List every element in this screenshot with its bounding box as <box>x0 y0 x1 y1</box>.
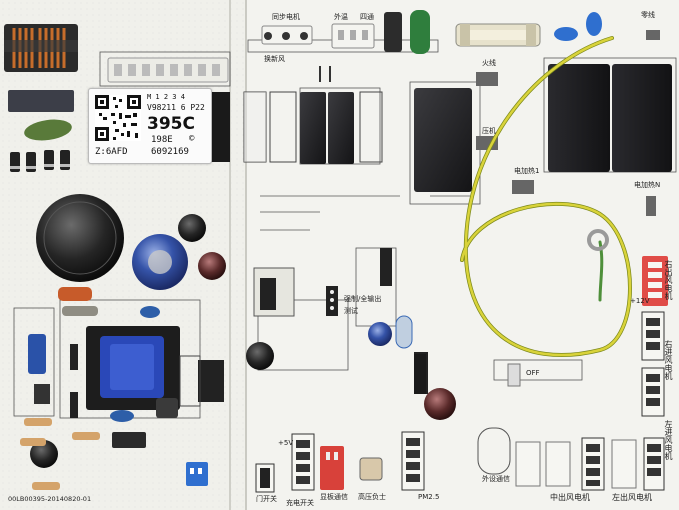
label-test: 测试 <box>344 307 358 315</box>
label-left-fan: 左出风电机 <box>612 493 652 502</box>
label-door-switch: 门开关 <box>256 495 277 503</box>
label-left-fan-in: 左进风电机 <box>664 420 673 460</box>
sticker-code2: 6092169 <box>151 147 189 157</box>
choke-coil <box>4 24 78 72</box>
label-5v: +5V <box>278 439 294 447</box>
label-force: 强制/全输出 <box>344 295 382 303</box>
switching-transformer <box>86 326 180 410</box>
label-four-way: 四通 <box>360 13 374 21</box>
label-sync-motor: 同步电机 <box>272 13 300 21</box>
label-compressor: 压机 <box>482 127 496 135</box>
label-pm25: PM2.5 <box>418 493 440 501</box>
label-fire-line: 火线 <box>482 59 496 67</box>
label-12v: +12V <box>630 297 650 305</box>
label-right-fan-rear: 右出风电机 <box>664 260 673 300</box>
sticker-line2: V98211 6 P22 <box>147 103 205 112</box>
label-right-fan-in: 右进风电机 <box>664 340 673 380</box>
label-display-comm: 显板通信 <box>320 493 348 501</box>
label-external-comm: 外设通信 <box>482 475 510 483</box>
label-charge-switch: 充电开关 <box>286 499 314 507</box>
qr-code-icon <box>95 95 141 141</box>
label-outer-temp: 外温 <box>334 13 348 21</box>
label-off: OFF <box>526 369 540 377</box>
label-aux-heat2: 电加热N <box>634 181 661 189</box>
label-mid-fan: 中出风电机 <box>550 493 590 502</box>
label-high-pressure: 高压负士 <box>358 493 386 501</box>
label-ventilation: 换新风 <box>264 55 285 63</box>
sticker-batch: Z:6AFD <box>95 147 128 157</box>
product-sticker: M 1 2 3 4 V98211 6 P22 395C 198E © Z:6AF… <box>88 88 212 164</box>
label-board-code: 00LB00395-20140820-01 <box>8 495 92 503</box>
sticker-line1: M 1 2 3 4 <box>147 93 185 101</box>
sticker-code1: 198E <box>151 135 173 145</box>
main-capacitor <box>36 194 124 282</box>
label-aux-heat1: 电加热1 <box>514 167 540 175</box>
glass-fuse <box>455 23 541 47</box>
sticker-model: 395C <box>147 114 195 134</box>
label-zero-line: 零线 <box>641 11 655 19</box>
sticker-mark: © <box>189 134 195 144</box>
